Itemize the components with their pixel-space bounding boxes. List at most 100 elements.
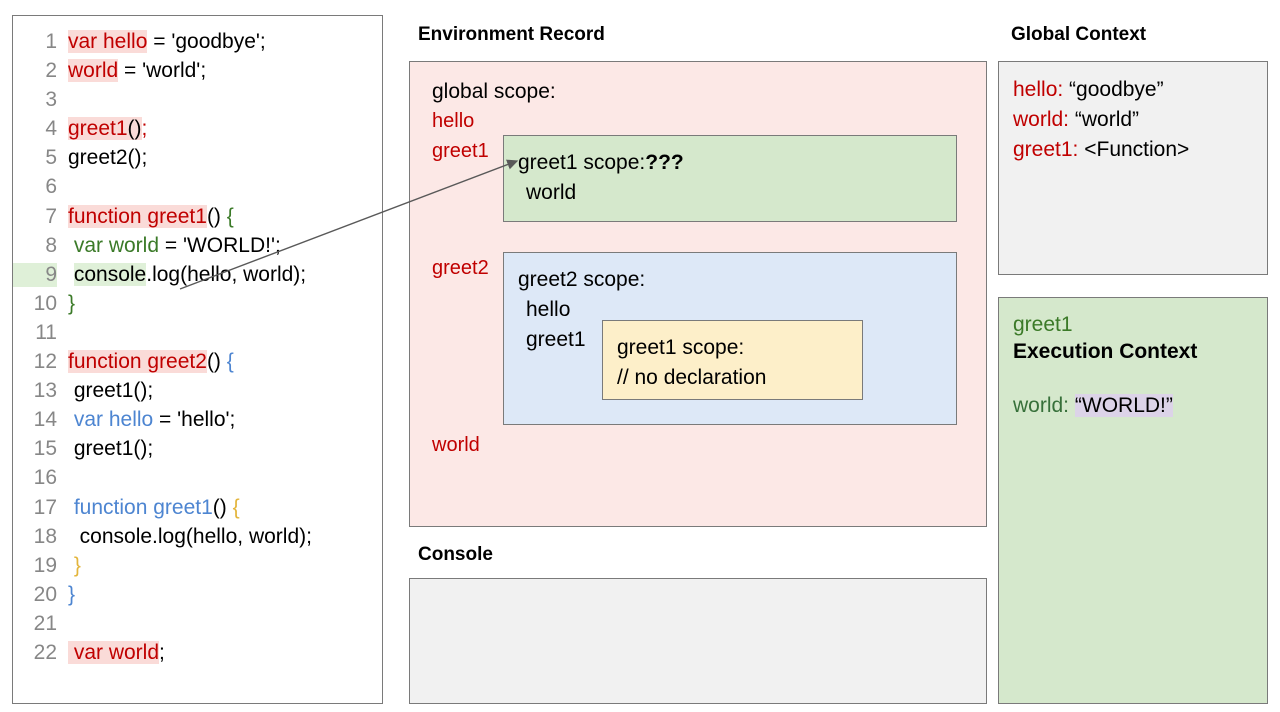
global-context-entry: world: “world” [1013,105,1267,135]
code-line[interactable]: 18 console.log(hello, world); [13,525,382,554]
console-title: Console [418,544,493,565]
code-line[interactable]: 20} [13,583,382,612]
global-scope-label: global scope: [432,80,556,103]
line-number: 8 [45,233,57,257]
code-token: { [226,204,234,228]
console-panel[interactable] [409,578,987,704]
code-token [68,263,74,286]
nested-greet1-scope-header: greet1 scope: [617,336,745,359]
code-line[interactable]: 16 [13,466,382,495]
code-token: = 'hello'; [153,408,236,432]
line-number: 22 [33,640,57,664]
nested-greet1-scope-comment: // no declaration [617,365,767,389]
code-line-text: greet1(); [57,117,147,141]
code-token: () [127,117,142,141]
environment-record-panel: global scope: hello greet1 greet2 world … [409,61,987,527]
code-line[interactable]: 11 [13,321,382,350]
code-line[interactable]: 22 var world; [13,640,382,670]
line-number: 5 [45,146,57,170]
code-line-text: var world; [57,640,165,665]
code-token: { [226,350,234,374]
line-number: 20 [33,582,57,606]
code-token: = 'goodbye'; [147,30,266,53]
code-line[interactable]: 3 [13,88,382,117]
code-token: .log(hello, world); [146,262,307,286]
greet2-scope-header: greet2 scope: [518,268,646,291]
code-line[interactable]: 9 console.log(hello, world); [13,262,382,292]
line-number: 18 [33,524,57,548]
code-line-text: console.log(hello, world); [57,262,307,287]
global-context-entry-value: “goodbye” [1063,78,1164,101]
global-context-entry-value: <Function> [1078,137,1190,161]
execution-context-entry: world: “WORLD!” [1013,392,1267,419]
code-line-text: function greet1() { [57,496,240,520]
code-line[interactable]: 5 greet2(); [13,146,382,175]
code-line-text: var hello = 'hello'; [57,408,236,432]
greet1-scope-header-row: greet1 scope:??? [518,148,956,178]
code-line-text: function greet1() { [57,204,234,229]
code-token: ; [141,117,148,141]
code-line-text: } [57,292,75,316]
code-line[interactable]: 8 var world = 'WORLD!'; [13,234,382,263]
code-line-text: greet1(); [57,437,153,461]
code-line-text: } [57,554,81,578]
code-line[interactable]: 6 [13,175,382,204]
code-line-text: greet2(); [57,146,147,170]
global-context-title: Global Context [1011,24,1147,45]
code-token: () [212,495,233,519]
code-token: greet2(); [68,146,148,170]
line-number: 12 [33,350,57,374]
code-token: var hello [68,30,148,53]
nested-greet1-scope-box: greet1 scope: // no declaration [602,320,863,400]
code-line[interactable]: 19 } [13,554,382,583]
code-token: function greet1 [68,204,207,228]
env-var-greet2: greet2 [432,257,489,279]
code-token: } [68,582,76,606]
greet1-scope-unknown-marker: ??? [645,151,684,174]
line-number: 4 [45,117,57,141]
line-number: 6 [45,175,57,199]
line-number: 14 [33,408,57,432]
code-line-text: var world = 'WORLD!'; [57,234,281,258]
code-line-text: function greet2() { [57,350,234,374]
code-token: } [68,291,76,315]
execution-context-entry-value: “WORLD!” [1074,393,1173,417]
code-line[interactable]: 15 greet1(); [13,437,382,466]
code-token: world [68,59,119,83]
greet2-scope-box: greet2 scope: hello greet1 greet1 scope:… [503,252,957,425]
code-token: function greet2 [68,350,207,374]
greet2-scope-var-greet1: greet1 [526,327,586,351]
code-line[interactable]: 21 [13,612,382,641]
greet1-scope-var-world: world [526,180,577,204]
global-context-entry-value: “world” [1069,107,1140,131]
line-number: 13 [33,379,57,403]
line-number: 17 [33,495,57,519]
code-line[interactable]: 17 function greet1() { [13,496,382,525]
code-token: console.log(hello, world); [68,524,312,548]
code-line[interactable]: 13 greet1(); [13,379,382,408]
line-number: 10 [33,291,57,315]
code-token: greet1(); [68,379,154,403]
code-token: var world [68,233,160,257]
code-token: = 'world'; [118,59,207,83]
code-line[interactable]: 10} [13,292,382,321]
line-number: 3 [45,88,57,112]
code-token: () [206,204,227,228]
code-token: } [68,553,81,577]
global-context-entry-key: hello: [1013,78,1064,101]
code-token: = 'WORLD!'; [159,233,281,257]
execution-context-panel: greet1 Execution Context world: “WORLD!” [998,297,1268,704]
code-token: ; [159,640,165,664]
code-line-text: world = 'world'; [57,59,206,83]
code-line[interactable]: 14 var hello = 'hello'; [13,408,382,437]
line-number: 11 [35,320,57,344]
env-var-world: world [432,434,480,456]
code-token: var hello [68,408,154,432]
code-line-text: var hello = 'goodbye'; [57,30,266,54]
